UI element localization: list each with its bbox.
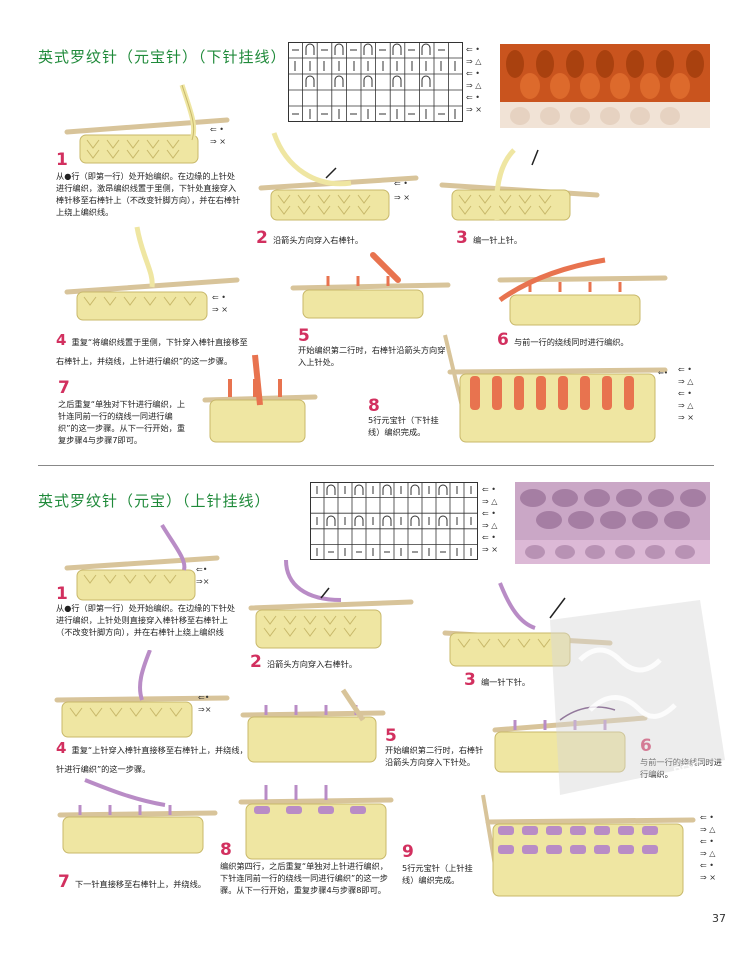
step-number: 7 [58,378,70,398]
step-4-caption: 4 重复“将编织线置于里侧，下针穿入棒针直接移至右棒针上，并绕线，上针进行编织”… [56,331,248,367]
svg-text:⇒ ×: ⇒ × [394,193,410,202]
row-legend-step-8: ⇐ •⇒ △⇐ • ⇒ △⇒ × [678,365,694,422]
illustration-bottom-step-6 [492,706,648,773]
section-divider [38,465,714,466]
illustration-top-step-8: ⇐• [443,334,668,443]
illustration-bottom-step-4: ⇐• ⇒× [54,650,230,738]
illustration-top-step-3 [439,148,600,221]
svg-text:⇐ •: ⇐ • [210,125,224,134]
step-2-label-bottom: 2 沿箭头方向穿入右棒针。 [250,652,358,672]
svg-text:⇐•: ⇐• [196,565,207,574]
svg-text:⇐•: ⇐• [658,369,668,377]
knit-swatch-photo-orange [500,44,710,128]
step-caption: 从●行（即第一行）处开始编织。在边缘的下针处进行编织，上针处则直接穿入棒针移至右… [56,603,236,637]
illustration-bottom-step-1: ⇐• ⇒× [64,523,220,601]
step-4-caption-bottom: 4 重复“上针穿入棒针直接移至右棒针上，并绕线，下针进行编织”的这一步骤。 [56,739,256,775]
illustration-bottom-step-3 [442,582,613,667]
step-number: 5 [385,726,397,746]
illustration-bottom-step-5 [240,688,386,763]
step-number: 9 [402,842,414,862]
step-2-label: 2 沿箭头方向穿入右棒针。 [256,228,364,248]
step-3-label: 3 编一针上针。 [456,228,523,248]
step-caption: 与前一行的绕线同时进行编织。 [640,757,722,779]
step-caption: 开始编织第二行时，右棒针沿箭头方向穿入下针处。 [385,745,484,767]
illustration-top-step-6 [497,257,668,326]
svg-text:⇐ •: ⇐ • [212,293,226,302]
step-7-caption-bottom: 7 下一针直接移至右棒针上，并绕线。 [58,872,206,892]
illustration-bottom-step-8 [238,785,394,860]
illustration-top-step-5 [290,252,451,319]
step-caption: 之后重复“单独对下针进行编织，上针连同前一行的绕线一同进行编织”的这一步骤。从下… [58,399,186,445]
svg-text:⇒×: ⇒× [198,705,211,714]
step-caption: 5行元宝针（上针挂线）编织完成。 [402,863,473,885]
section-title-bottom: 英式罗纹针（元宝）（上针挂线） [38,492,271,510]
illustration-top-step-4: ⇐ • ⇒ × [64,226,240,321]
svg-text:⇐•: ⇐• [198,693,209,702]
step-number: 8 [220,840,232,860]
symbol-chart-bottom [310,482,478,560]
watermark-stamp: PDG [550,600,725,795]
row-legend-bottom: ⇐ •⇒ △⇐ • ⇒ △⇐ •⇒ × [482,485,498,554]
knit-swatch-photo-purple [515,482,710,564]
illustration-top-step-2: ⇐ • ⇒ × [258,132,419,221]
symbol-chart-top [288,42,463,122]
step-number: 8 [368,396,380,416]
step-number: 5 [298,326,310,346]
step-number: 6 [640,736,652,756]
step-caption: 5行元宝针（下针挂线）编织完成。 [368,415,439,437]
step-caption: 从●行（即第一行）处开始编织。在边缘的上针处进行编织，激昂编织线置于里侧，下针处… [56,171,241,217]
illustration-top-step-1: ⇐ • ⇒ × [64,84,230,164]
svg-text:⇒ ×: ⇒ × [212,305,228,314]
illustration-top-step-7 [202,354,318,443]
step-6-label: 6 与前一行的绕线同时进行编织。 [497,330,629,350]
step-number: 1 [56,584,68,604]
section-title-top: 英式罗纹针（元宝针）（下针挂线） [38,48,287,66]
step-caption: 编织第四行，之后重复“单独对上针进行编织，下针连同前一行的绕线一同进行编织”的这… [220,861,388,895]
page-number: 37 [712,912,726,925]
step-3-label-bottom: 3 编一针下针。 [464,670,531,690]
svg-text:⇒×: ⇒× [196,577,209,586]
row-legend-top: ⇐ •⇒ △⇐ • ⇒ △⇐ •⇒ × [466,45,482,114]
svg-text:⇐ •: ⇐ • [394,179,408,188]
row-legend-step-9: ⇐ •⇒ △⇐ • ⇒ △⇐ •⇒ × [700,813,716,882]
illustration-bottom-step-9 [481,794,696,897]
illustration-bottom-step-7 [57,778,218,854]
illustration-bottom-step-2 [248,560,414,649]
step-number: 1 [56,150,68,170]
svg-text:⇒ ×: ⇒ × [210,137,226,146]
step-caption: 开始编织第二行时，右棒针沿箭头方向穿入上针处。 [298,345,446,367]
watermark-text: PDG [672,759,705,782]
